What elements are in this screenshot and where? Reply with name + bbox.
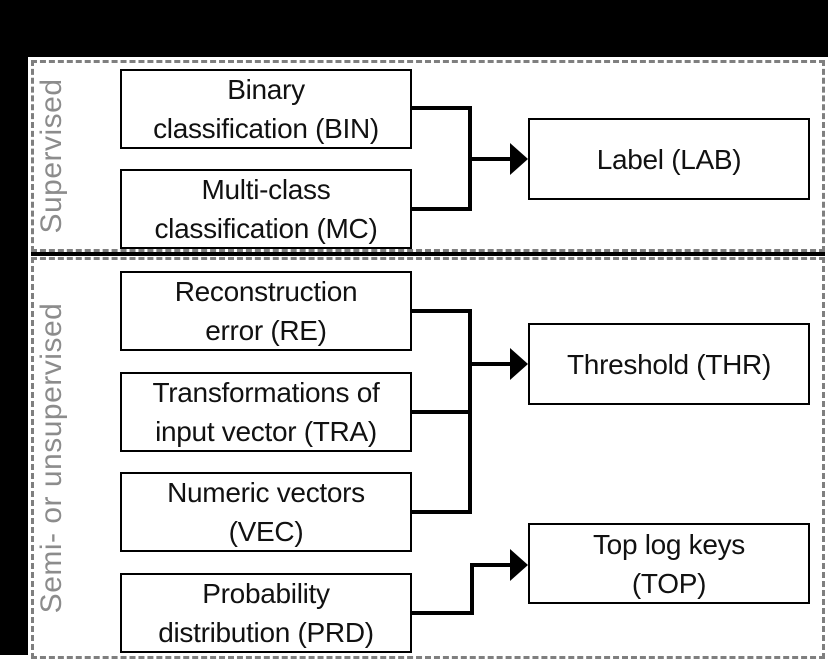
box-reconstruction-error: Reconstruction error (RE) (120, 271, 412, 351)
box-numeric-vectors: Numeric vectors (VEC) (120, 472, 412, 552)
section-unsupervised-frame (31, 257, 825, 659)
section-supervised-frame (31, 60, 825, 252)
box-threshold-output: Threshold (THR) (528, 323, 810, 405)
connector-bin-stub (411, 106, 472, 110)
box-binary-classification: Binary classification (BIN) (120, 69, 412, 149)
connector-prd-elbow (470, 563, 474, 615)
arrowhead-to-threshold-icon (510, 348, 528, 380)
section-label-semi-unsupervised: Semi- or unsupervised (35, 302, 68, 614)
section-divider-line (31, 252, 825, 256)
connector-prd-stub (411, 611, 474, 615)
connector-tra-stub (411, 410, 472, 414)
box-top-log-keys-output: Top log keys (TOP) (528, 523, 810, 604)
arrowhead-to-label-icon (510, 143, 528, 175)
box-label-output: Label (LAB) (528, 118, 810, 200)
connector-to-threshold-shaft (468, 362, 512, 366)
box-multiclass-classification: Multi-class classification (MC) (120, 169, 412, 249)
section-label-supervised: Supervised (35, 78, 68, 234)
box-transformations-input-vector: Transformations of input vector (TRA) (120, 372, 412, 452)
box-probability-distribution: Probability distribution (PRD) (120, 573, 412, 653)
connector-to-label-shaft (468, 157, 512, 161)
connector-unsupervised-junction (468, 309, 472, 514)
page-background-top (0, 0, 828, 57)
connector-vec-stub (411, 510, 472, 514)
connector-to-top-shaft (470, 563, 512, 567)
connector-re-stub (411, 309, 472, 313)
connector-mc-stub (411, 207, 472, 211)
page-background-left (0, 57, 28, 655)
arrowhead-to-top-icon (510, 549, 528, 581)
